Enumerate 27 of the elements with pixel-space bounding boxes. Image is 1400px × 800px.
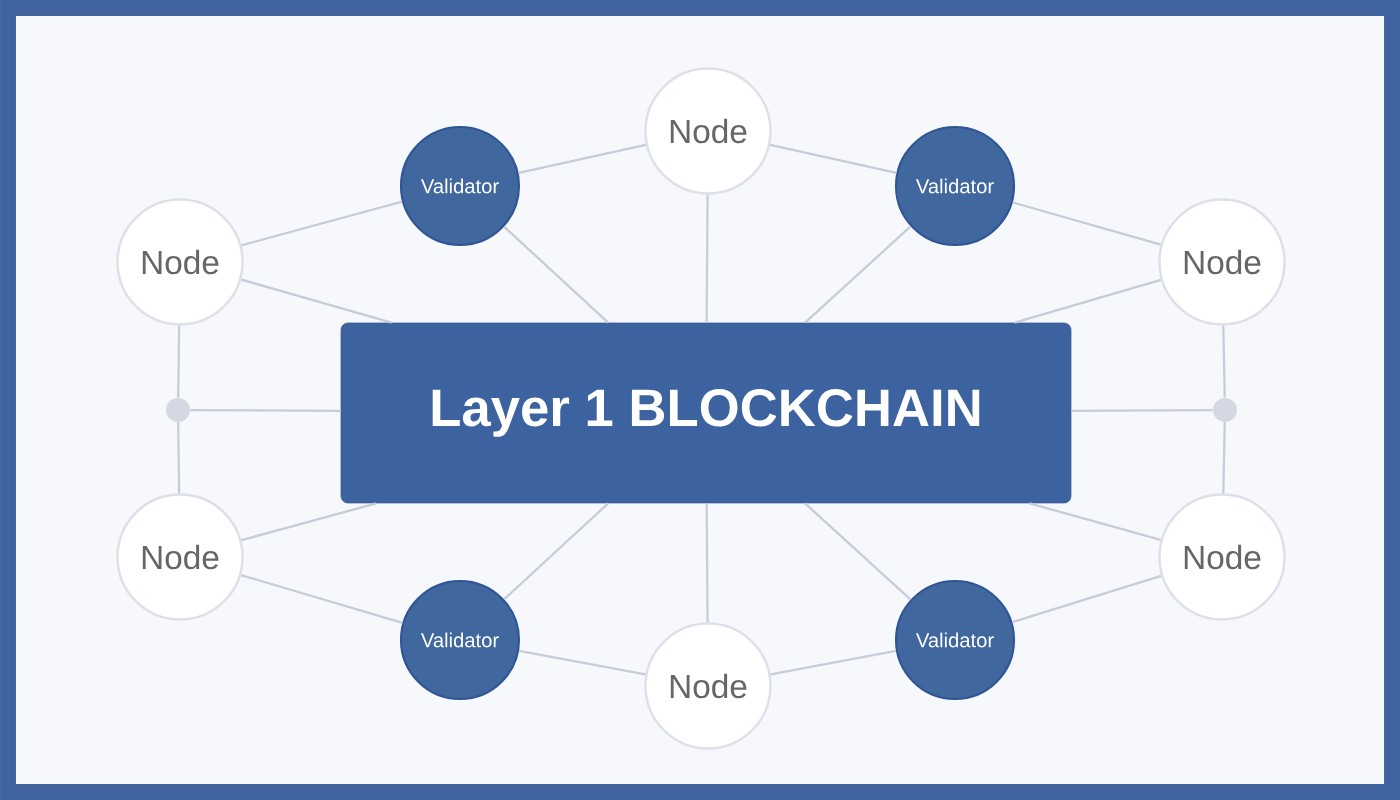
connector-line: [804, 225, 912, 324]
connector-line: [241, 200, 403, 247]
connector-line: [705, 503, 709, 623]
connector-line: [240, 278, 392, 324]
connector-line: [1071, 408, 1213, 412]
connector-line: [177, 325, 181, 398]
connector-line: [1014, 278, 1162, 324]
connector-line: [1029, 502, 1161, 541]
connector-line: [518, 649, 646, 676]
junction-dot: [1213, 398, 1237, 422]
connector-line: [705, 194, 709, 323]
connector-line: [1222, 422, 1226, 494]
connector-line: [770, 649, 897, 676]
connector-line: [518, 143, 647, 175]
connector-line: [240, 574, 403, 624]
connector-line: [1222, 325, 1226, 398]
connector-line: [190, 408, 341, 413]
junction-dot: [166, 398, 190, 422]
connector-line: [1012, 574, 1162, 624]
connector-line: [1012, 201, 1162, 246]
connector-line: [503, 502, 609, 601]
connector-line: [241, 502, 377, 542]
connector-line: [769, 143, 897, 175]
connector-line: [177, 422, 181, 494]
connector-line: [503, 225, 609, 324]
blockchain-box: Layer 1 BLOCKCHAIN: [340, 322, 1072, 504]
connector-line: [804, 502, 912, 601]
